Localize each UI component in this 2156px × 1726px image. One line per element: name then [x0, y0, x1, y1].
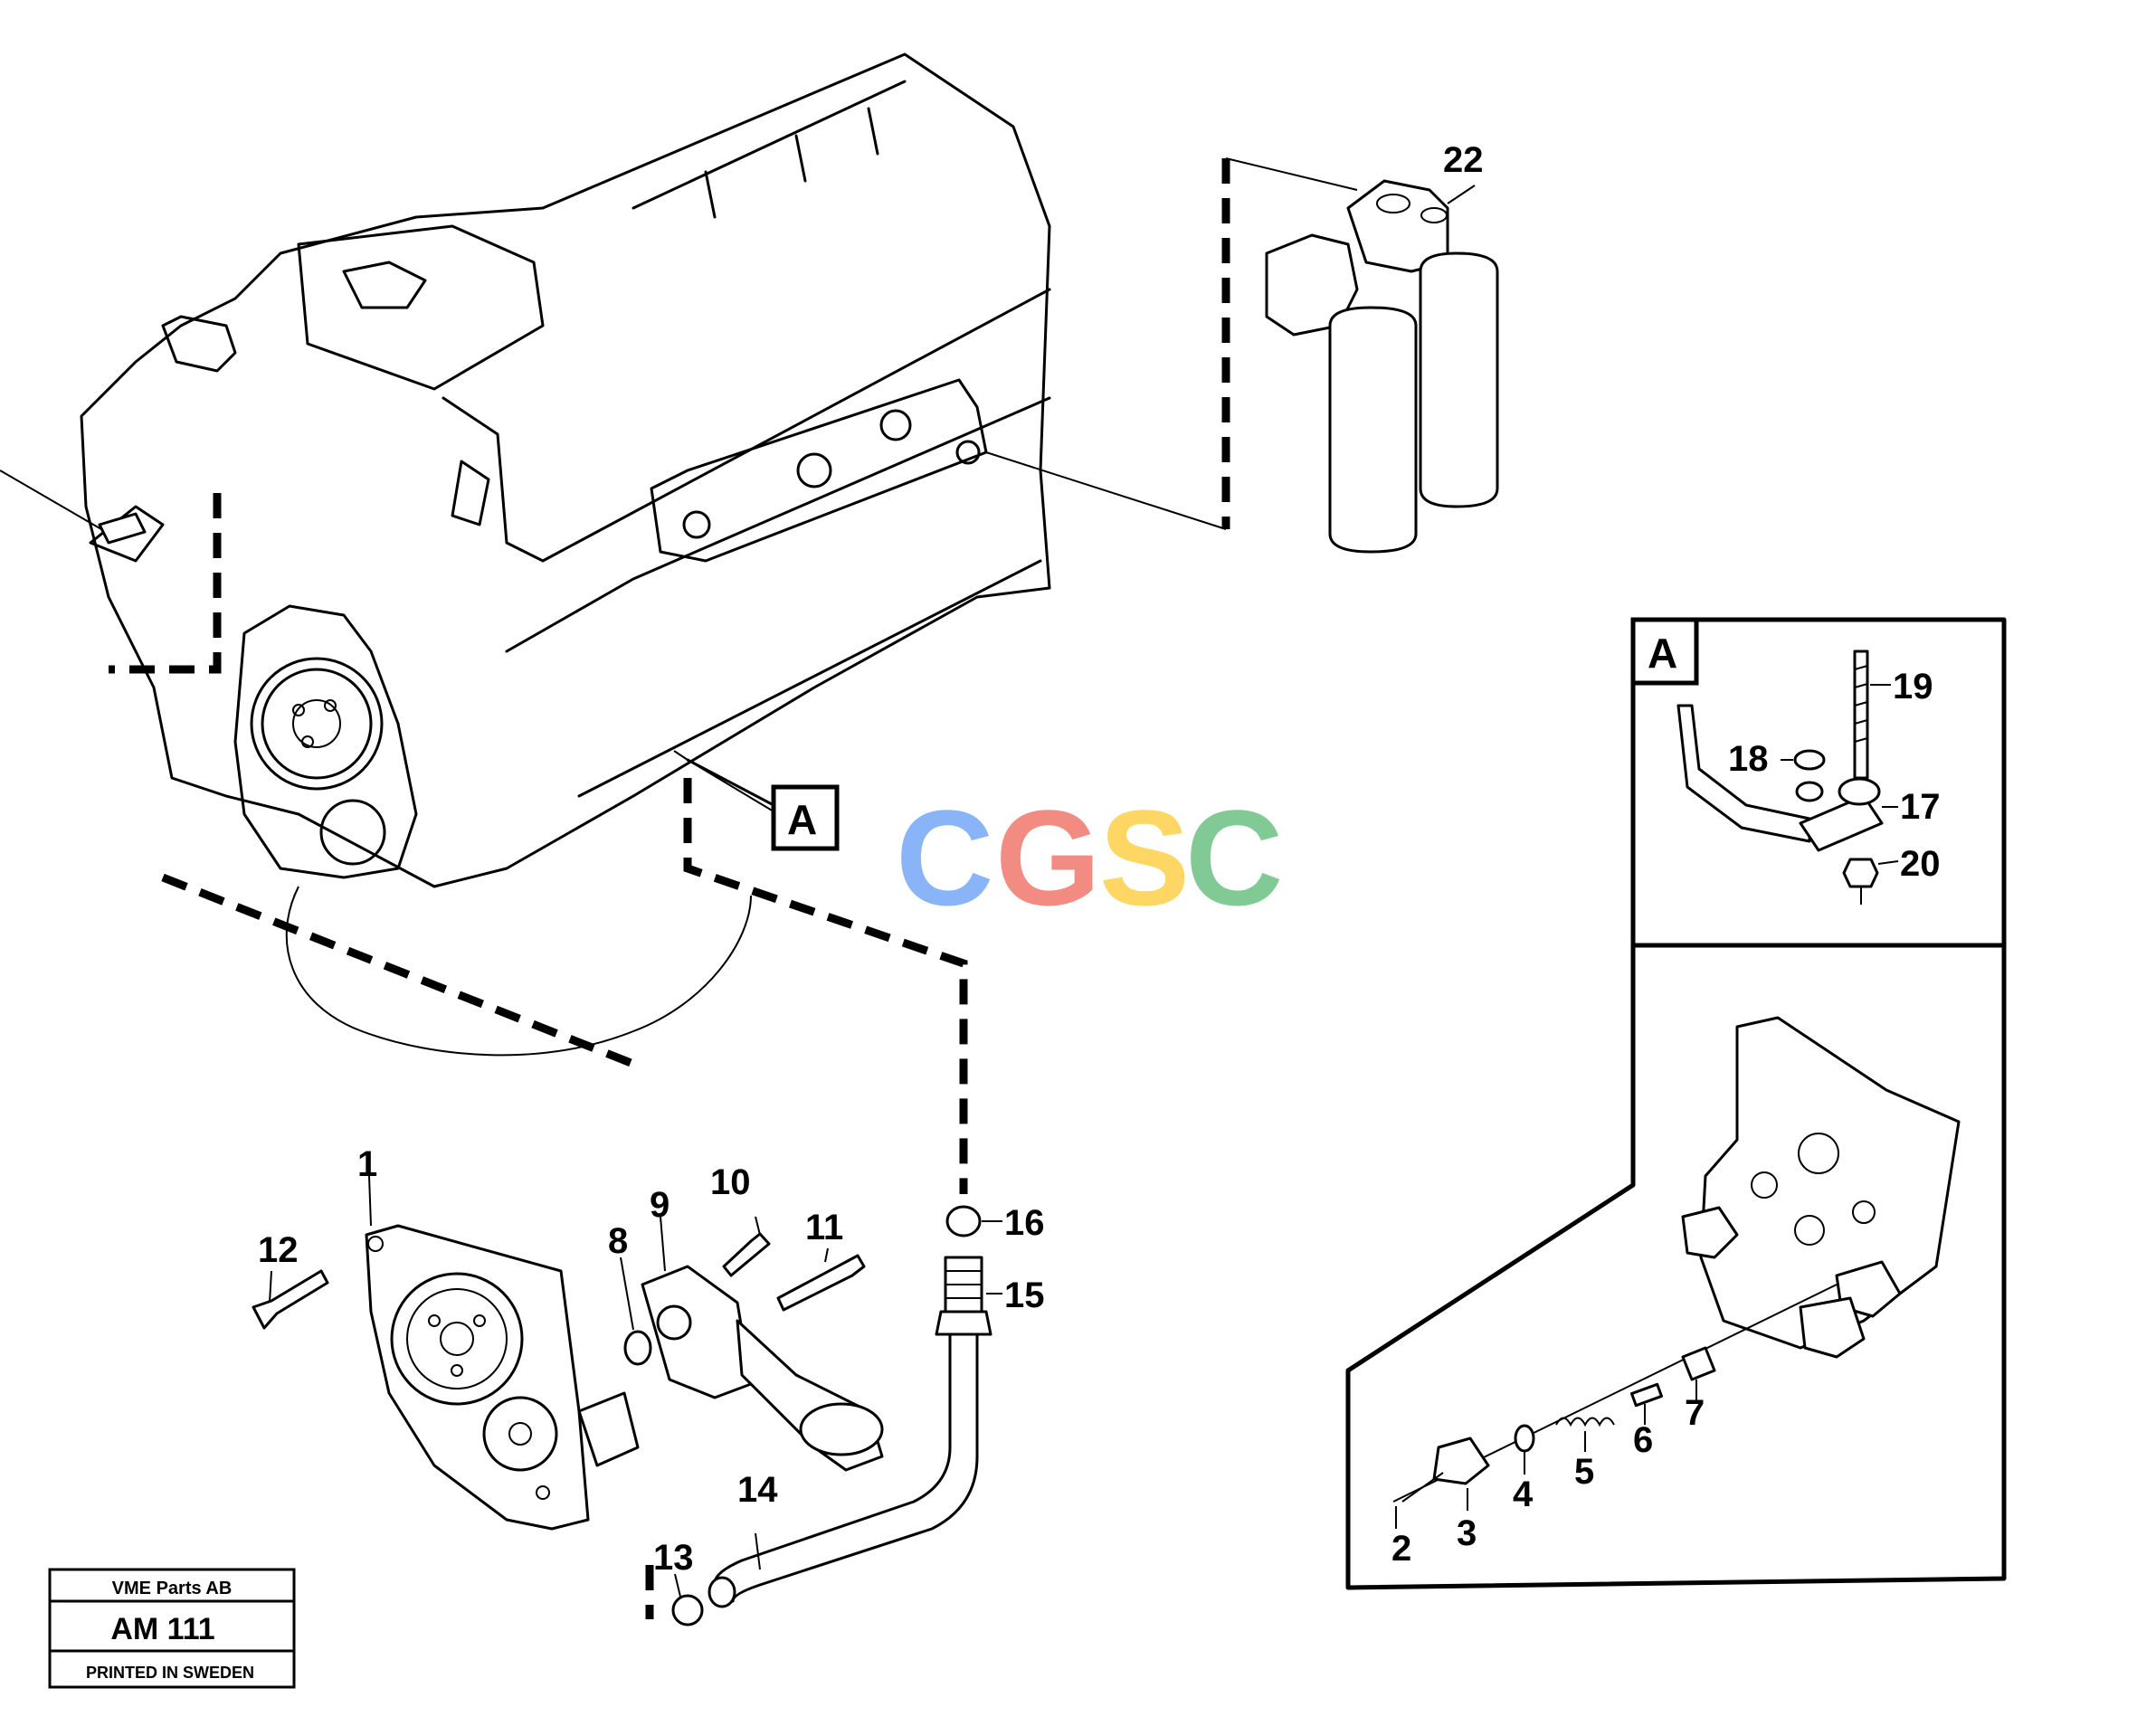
callout-13: 13: [653, 1538, 694, 1578]
callout-20: 20: [1900, 844, 1941, 884]
callout-8: 8: [608, 1221, 628, 1261]
callout-14: 14: [737, 1470, 778, 1510]
callout-5: 5: [1574, 1452, 1594, 1492]
callout-3: 3: [1457, 1513, 1477, 1553]
watermark-letter-c2: C: [1185, 782, 1283, 934]
oil-filter-assembly: 22: [1225, 140, 1499, 554]
callout-10: 10: [710, 1162, 751, 1202]
callout-4: 4: [1513, 1475, 1534, 1514]
engine-block: [0, 52, 1230, 1619]
callout-19: 19: [1893, 667, 1933, 707]
watermark-letter-s: S: [1099, 782, 1190, 934]
callout-2: 2: [1391, 1529, 1411, 1569]
callout-17: 17: [1900, 787, 1941, 827]
watermark-letter-g: G: [995, 782, 1101, 934]
detail-a-marker: A: [686, 758, 840, 851]
detail-a-marker-label: A: [787, 796, 817, 843]
callout-7: 7: [1685, 1393, 1705, 1433]
callout-16: 16: [1004, 1203, 1045, 1243]
callout-1: 1: [357, 1144, 377, 1184]
callout-15: 15: [1004, 1276, 1045, 1315]
cgsc-watermark: C G S C: [896, 782, 1283, 934]
title-block: VME Parts AB AM 111 PRINTED IN SWEDEN: [48, 1568, 296, 1689]
title-block-code: AM 111: [110, 1612, 214, 1646]
callout-18: 18: [1728, 739, 1769, 779]
callout-12: 12: [258, 1230, 299, 1270]
callout-labels: 1 2 3 4 5 6 7 8 9 10 11 12 13 14 15 16 1…: [258, 667, 1941, 1578]
watermark-letter-c1: C: [896, 782, 993, 934]
detail-box-a: A: [1345, 617, 2007, 1590]
callout-6: 6: [1633, 1420, 1653, 1460]
callout-22: 22: [1443, 140, 1484, 180]
title-block-printed: PRINTED IN SWEDEN: [86, 1664, 254, 1682]
title-block-company: VME Parts AB: [112, 1579, 233, 1598]
callout-9: 9: [650, 1185, 670, 1225]
detail-box-a-label: A: [1648, 630, 1677, 677]
oil-pump-exploded-view: [252, 1175, 1002, 1626]
callout-11: 11: [805, 1208, 843, 1247]
